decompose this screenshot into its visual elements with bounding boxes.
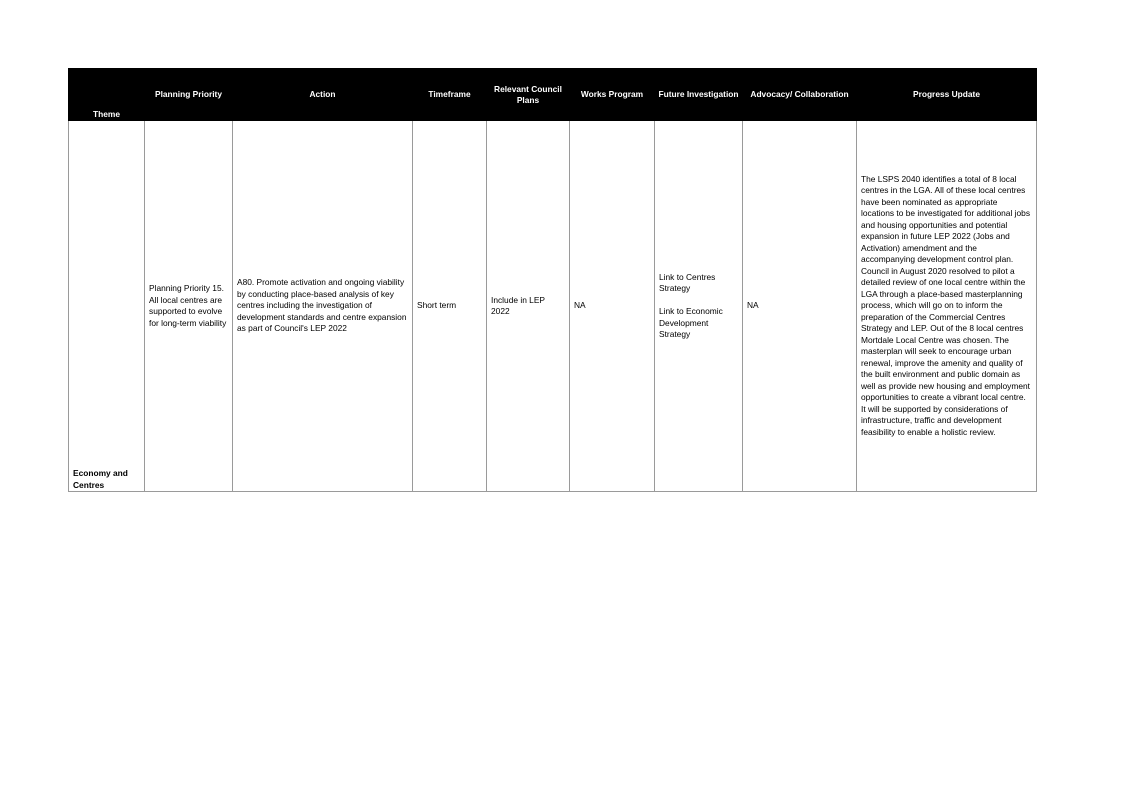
header-works-program: Works Program	[569, 68, 655, 121]
header-planning-priority: Planning Priority	[144, 68, 233, 121]
cell-progress-update: The LSPS 2040 identifies a total of 8 lo…	[856, 120, 1037, 492]
cell-relevant-council-plans: Include in LEP 2022	[486, 120, 570, 492]
cell-future-investigation: Link to Centres Strategy Link to Economi…	[654, 120, 743, 492]
header-theme: Theme	[68, 68, 145, 121]
cell-action: A80. Promote activation and ongoing viab…	[232, 120, 413, 492]
cell-timeframe: Short term	[412, 120, 487, 492]
paragraph-gap	[659, 295, 738, 307]
header-relevant-council-plans: Relevant Council Plans	[486, 68, 570, 121]
cell-theme: Economy and Centres	[68, 120, 145, 492]
header-future-investigation: Future Investigation	[654, 68, 743, 121]
future-investigation-link-economic: Link to Economic Development Strategy	[659, 306, 723, 339]
header-progress-update: Progress Update	[856, 68, 1037, 121]
cell-works-program: NA	[569, 120, 655, 492]
table-row: Economy and Centres Planning Priority 15…	[68, 120, 1037, 492]
header-action: Action	[232, 68, 413, 121]
future-investigation-link-centres: Link to Centres Strategy	[659, 271, 716, 294]
table-header-row: Theme Planning Priority Action Timeframe…	[68, 68, 1037, 121]
cell-advocacy-collaboration: NA	[742, 120, 857, 492]
planning-actions-table: Theme Planning Priority Action Timeframe…	[68, 68, 1037, 492]
header-timeframe: Timeframe	[412, 68, 487, 121]
cell-planning-priority: Planning Priority 15. All local centres …	[144, 120, 233, 492]
header-advocacy-collaboration: Advocacy/ Collaboration	[742, 68, 857, 121]
